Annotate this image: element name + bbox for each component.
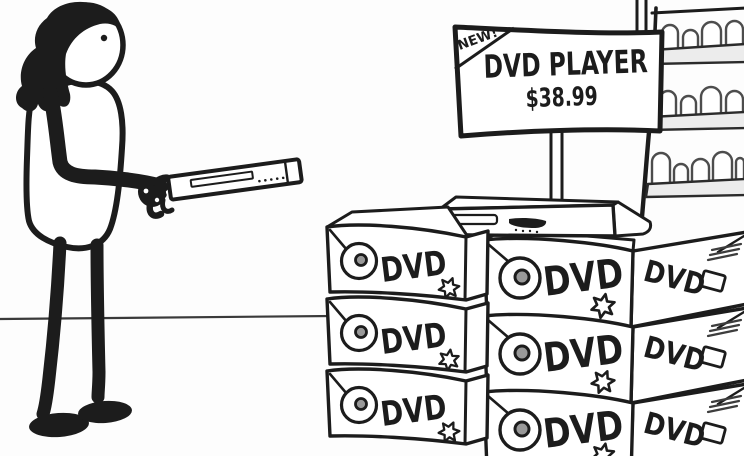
price-sign: NEW! DVD PLAYER $38.99 [452, 0, 665, 208]
store-shelf [638, 6, 744, 231]
ridge-lines [706, 394, 743, 414]
disc-logo-icon [498, 332, 542, 376]
shelf-board [644, 177, 744, 199]
badge-divider-line [454, 26, 515, 71]
finger [148, 183, 170, 195]
disc-case-icon [699, 421, 727, 445]
handheld-player-endcap [283, 161, 289, 183]
dvd-box-front-label: DVD [541, 402, 626, 456]
shelf-product [650, 151, 672, 188]
sign-post-bottom [549, 122, 564, 208]
sign-price: $38.99 [525, 82, 598, 114]
dvd-box: DVD [325, 205, 490, 303]
dvd-box-front-label: DVD [541, 326, 626, 381]
handheld-player-buttons [258, 176, 285, 183]
sign-board [452, 24, 665, 139]
shelf-top-edge [650, 6, 744, 15]
box-corner-crease [716, 386, 744, 406]
shelf-product [690, 157, 711, 188]
player-buttons [514, 228, 539, 234]
box-crease-line [328, 228, 349, 252]
box-edge-line [463, 235, 468, 302]
leg [36, 236, 67, 421]
customer-figure [16, 1, 304, 438]
box-corner-crease [716, 310, 744, 330]
eye [100, 34, 108, 42]
box-crease-line [328, 372, 349, 396]
handheld-player-body [166, 157, 304, 202]
player-slot [509, 217, 547, 228]
dvd-box-front-label: DVD [541, 250, 626, 305]
shelf-left-post-upper [653, 6, 658, 33]
finger-gap [154, 197, 160, 203]
shelf-product [700, 20, 723, 54]
disc-logo-icon [339, 313, 379, 353]
hand [137, 174, 175, 219]
handheld-dvd-player [166, 157, 304, 202]
dvd-box-front-label: DVD [378, 243, 448, 291]
disc-case-icon [699, 269, 727, 293]
disc-logo-icon [498, 256, 542, 300]
box-corner-crease [716, 234, 744, 254]
dvd-box: DVD [325, 367, 490, 447]
shelf-product [672, 162, 690, 188]
box-edge-line [463, 307, 468, 374]
dvd-box-front-label: DVD [378, 387, 448, 435]
shelf-product [711, 150, 734, 188]
dvd-box: DVD DVD [482, 306, 744, 405]
sign-product-name: DVD PLAYER [483, 42, 648, 86]
dvd-box-stack-left: DVD DVD DVD [325, 205, 490, 447]
foot [78, 400, 132, 424]
ponytail-hair [16, 1, 122, 112]
foot [29, 412, 89, 438]
disc-case-icon [699, 345, 727, 369]
handheld-disc-tray [189, 170, 254, 188]
shelf-product [679, 94, 698, 121]
dvd-box: DVD [325, 295, 490, 374]
dvd-box-stack-right: DVD DVD DVD DVD [482, 230, 744, 456]
sign-post-top [635, 0, 648, 37]
player-side-face [611, 200, 653, 238]
display-dvd-player [438, 195, 653, 238]
box-crease-line [486, 318, 511, 340]
disc-logo-icon [339, 241, 379, 281]
leg [90, 238, 106, 404]
dvd-box: DVD DVD [482, 382, 744, 456]
box-crease-line [328, 300, 349, 324]
arm [42, 84, 168, 194]
ridge-lines [706, 242, 743, 262]
box-crease-line [486, 242, 511, 264]
ridge-lines [706, 318, 743, 338]
dvd-box: DVD DVD [482, 230, 744, 329]
dvd-box-front-label: DVD [378, 315, 448, 363]
box-crease-line [486, 394, 511, 416]
disc-logo-icon [339, 385, 379, 425]
finger [151, 174, 171, 186]
thumb [146, 198, 165, 219]
finger-gap [143, 188, 149, 194]
disc-logo-icon [498, 408, 542, 452]
box-edge-line [463, 379, 468, 446]
thumb [160, 197, 175, 214]
shelf-product [699, 85, 723, 121]
